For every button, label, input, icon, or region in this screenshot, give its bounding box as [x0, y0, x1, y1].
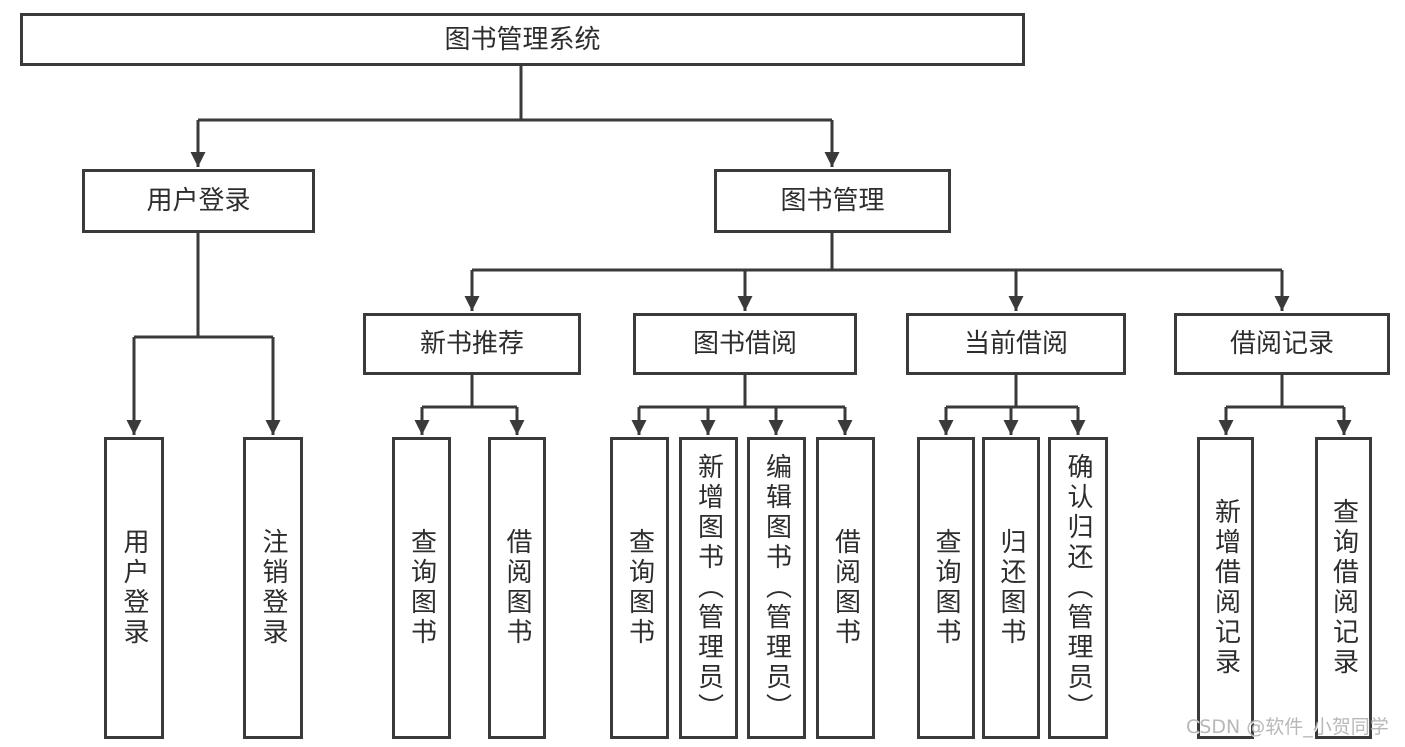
node-current-borrowing-label: 当前借阅 [963, 329, 1068, 359]
leaf-cb-confirm-return-admin: 确认归还（管理员） [1048, 437, 1108, 739]
leaf-br-search-record-label: 查询借阅记录 [1328, 498, 1359, 678]
leaf-br-add-record-label: 新增借阅记录 [1210, 498, 1241, 678]
leaf-cb-search-book-label: 查询图书 [931, 528, 961, 648]
leaf-cb-confirm-return-admin-label: 确认归还（管理员） [1063, 453, 1093, 723]
leaf-bb-edit-book-admin-label: 编辑图书（管理员） [761, 453, 792, 723]
connector-arrows [126, 120, 1352, 435]
watermark: CSDN @软件_小贺同学 [1186, 716, 1389, 738]
node-new-book-recommend-label: 新书推荐 [419, 329, 524, 359]
node-book-borrowing: 图书借阅 [633, 313, 857, 375]
leaf-bb-search-book: 查询图书 [610, 437, 669, 739]
leaf-nbr-search-book: 查询图书 [392, 437, 451, 739]
leaf-user-login-label: 用户登录 [119, 528, 149, 648]
leaf-br-search-record: 查询借阅记录 [1315, 437, 1372, 739]
node-borrowing-records-label: 借阅记录 [1229, 329, 1334, 359]
leaf-logout-login-label: 注销登录 [258, 528, 288, 648]
node-borrowing-records: 借阅记录 [1174, 313, 1390, 375]
leaf-user-login: 用户登录 [104, 437, 164, 739]
node-new-book-recommend: 新书推荐 [363, 313, 581, 375]
node-book-management-label: 图书管理 [780, 186, 885, 216]
leaf-cb-return-book: 归还图书 [982, 437, 1040, 739]
node-book-management: 图书管理 [714, 169, 951, 233]
node-root-label: 图书管理系统 [444, 24, 601, 55]
node-user-login: 用户登录 [82, 169, 315, 233]
connector-trunks [134, 66, 1344, 409]
leaf-bb-add-book-admin: 新增图书（管理员） [679, 437, 738, 739]
leaf-cb-search-book: 查询图书 [917, 437, 975, 739]
leaf-nbr-search-book-label: 查询图书 [406, 528, 437, 648]
node-root: 图书管理系统 [20, 13, 1025, 66]
leaf-logout-login: 注销登录 [243, 437, 303, 739]
leaf-bb-edit-book-admin: 编辑图书（管理员） [747, 437, 806, 739]
node-current-borrowing: 当前借阅 [906, 313, 1126, 375]
leaf-nbr-borrow-book: 借阅图书 [488, 437, 546, 739]
leaf-br-add-record: 新增借阅记录 [1197, 437, 1254, 739]
leaf-bb-borrow-book: 借阅图书 [816, 437, 875, 739]
leaf-bb-add-book-admin-label: 新增图书（管理员） [693, 453, 724, 723]
leaf-bb-borrow-book-label: 借阅图书 [830, 528, 861, 648]
node-user-login-label: 用户登录 [146, 186, 251, 216]
node-book-borrowing-label: 图书借阅 [692, 329, 797, 359]
leaf-nbr-borrow-book-label: 借阅图书 [502, 528, 532, 648]
leaf-bb-search-book-label: 查询图书 [624, 528, 655, 648]
leaf-cb-return-book-label: 归还图书 [996, 528, 1026, 648]
